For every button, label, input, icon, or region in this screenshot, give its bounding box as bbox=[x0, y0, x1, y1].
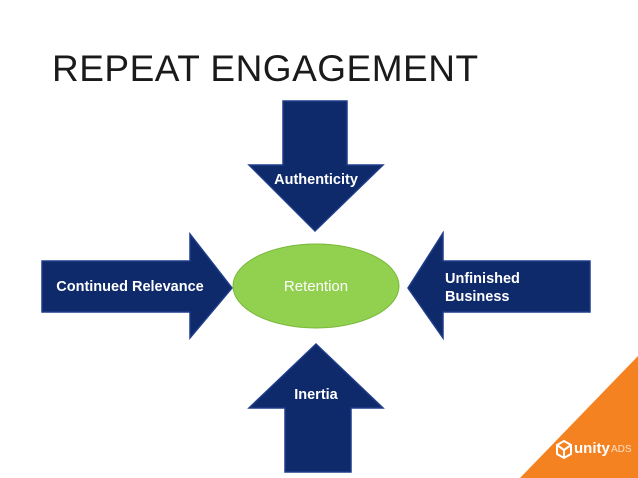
unfinished-business-line2: Business bbox=[445, 289, 510, 305]
retention-ellipse bbox=[232, 243, 400, 329]
unity-logo-text: unity bbox=[574, 440, 610, 457]
unfinished-business-label: Unfinished Business bbox=[445, 270, 520, 306]
authenticity-arrow bbox=[247, 100, 385, 233]
continued-relevance-label: Continued Relevance bbox=[56, 279, 204, 295]
ads-logo-text: ADS bbox=[611, 444, 632, 455]
retention-label: Retention bbox=[283, 278, 349, 295]
unfinished-business-arrow bbox=[407, 230, 591, 341]
authenticity-label: Authenticity bbox=[274, 172, 358, 188]
unfinished-business-line1: Unfinished bbox=[445, 271, 520, 287]
unity-cube-icon bbox=[556, 439, 572, 460]
inertia-arrow bbox=[247, 342, 385, 473]
page-title: REPEAT ENGAGEMENT bbox=[52, 48, 479, 89]
brand-corner bbox=[520, 356, 638, 478]
continued-relevance-arrow bbox=[41, 231, 233, 341]
inertia-label: Inertia bbox=[294, 387, 338, 403]
